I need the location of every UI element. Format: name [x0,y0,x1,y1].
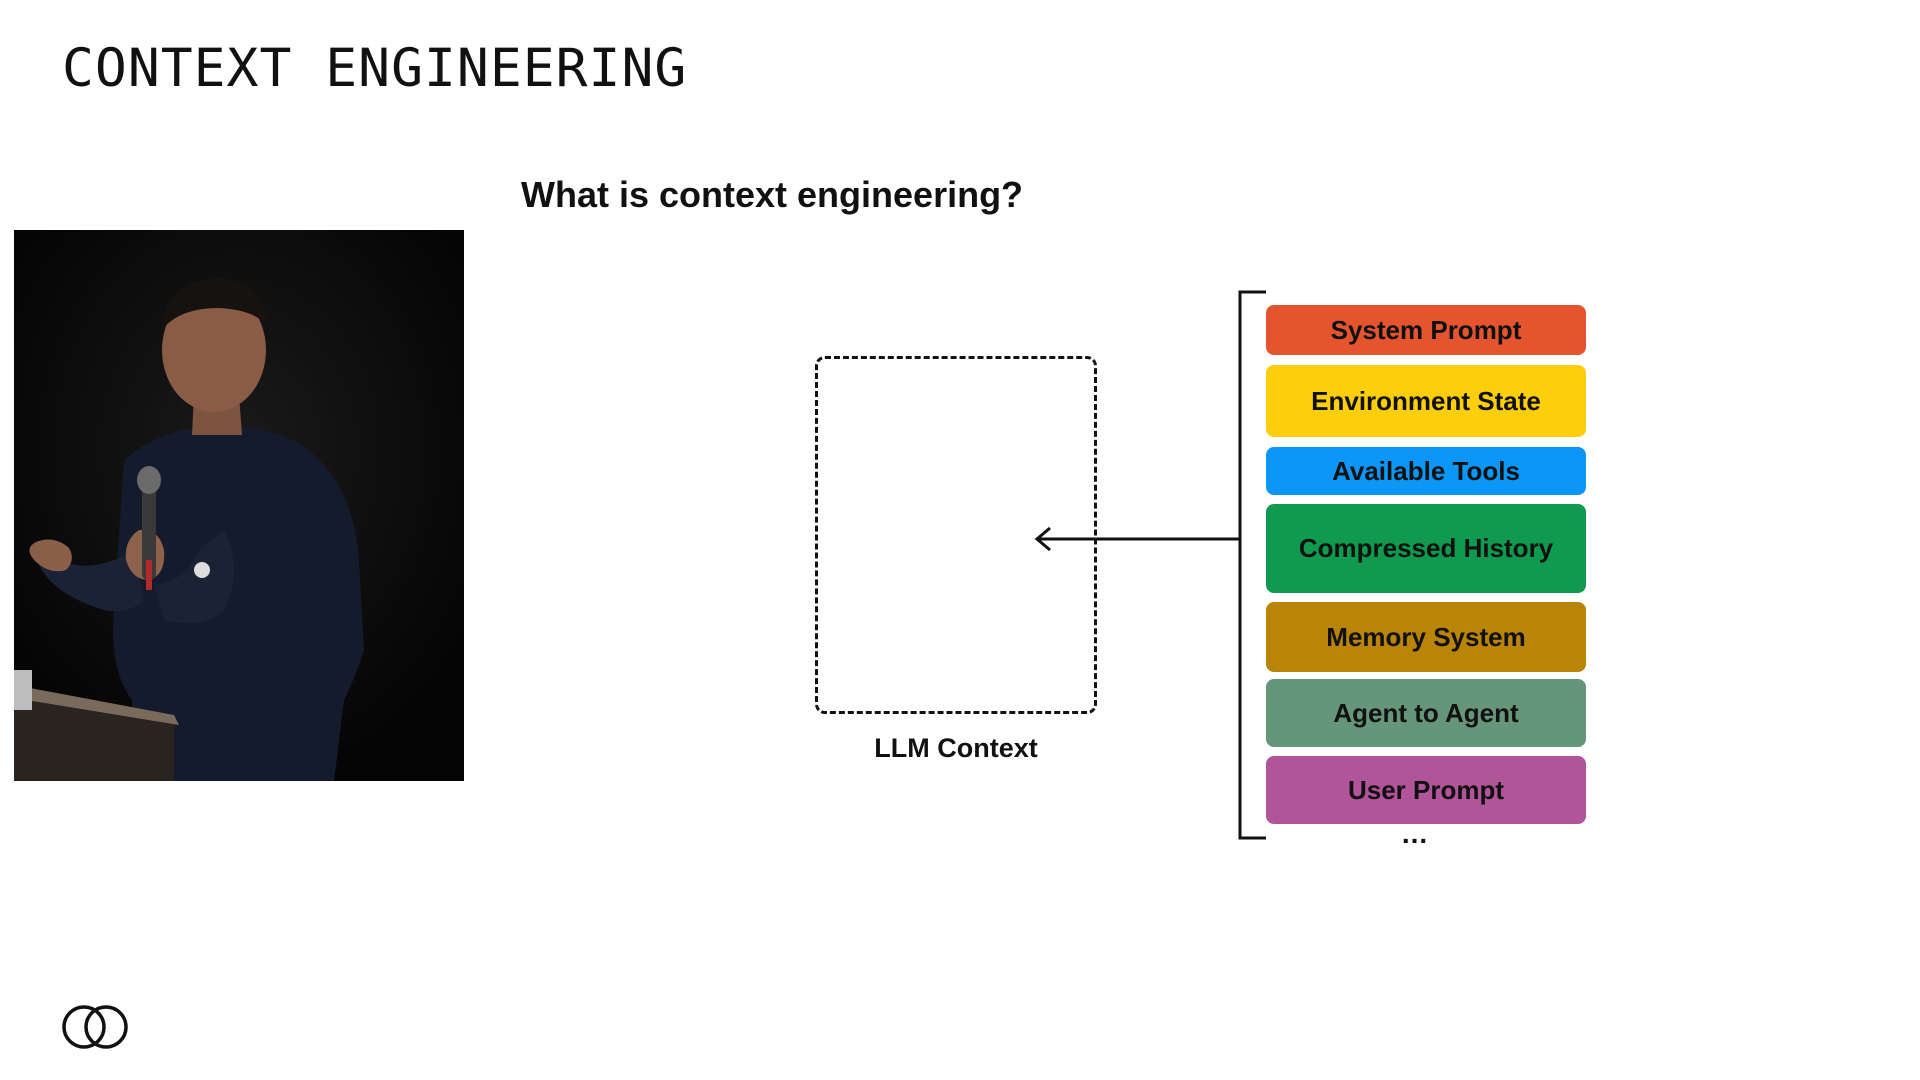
component-agent-to-agent: Agent to Agent [1266,679,1586,747]
components-ellipsis: ... [1401,818,1429,849]
slide-title: CONTEXT ENGINEERING [62,38,688,99]
speaker-video[interactable] [14,230,464,781]
component-label: Compressed History [1298,533,1554,563]
component-label: User Prompt [1347,774,1505,805]
llm-context-label: LLM Context [874,733,1038,763]
component-available-tools: Available Tools [1266,447,1586,495]
llm-context-box [815,356,1097,714]
bracket [1238,290,1266,840]
component-memory-system: Memory System [1266,602,1586,672]
component-environment-state: Environment State [1266,365,1586,437]
left-arrow-icon [1034,526,1240,552]
component-label: Memory System [1326,621,1526,652]
diagram-connector [1034,290,1266,840]
component-system-prompt: System Prompt [1266,305,1586,355]
component-label: Available Tools [1332,455,1520,486]
slide-question: What is context engineering? [521,174,1024,215]
speaker-video-frame [14,230,464,781]
component-compressed-history: Compressed History [1266,504,1586,593]
component-label: System Prompt [1330,314,1522,345]
component-user-prompt: User Prompt [1266,756,1586,824]
component-label: Agent to Agent [1333,697,1519,728]
component-label: Environment State [1311,385,1541,416]
two-overlapping-circles-logo [62,1005,128,1049]
